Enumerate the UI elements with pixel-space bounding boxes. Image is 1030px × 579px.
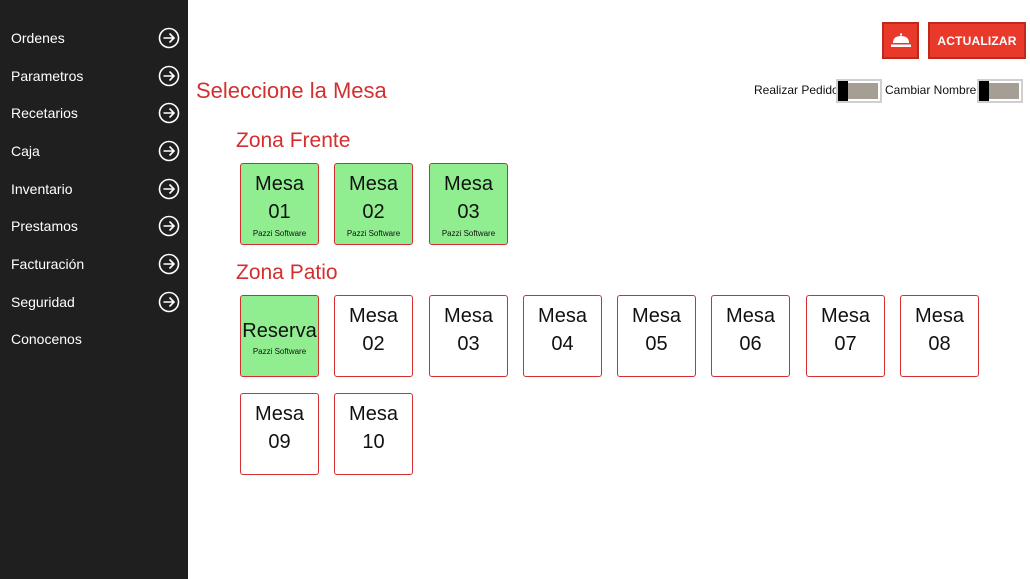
arrow-right-circle-icon <box>158 178 180 200</box>
sidebar-item-label: Ordenes <box>11 30 65 46</box>
realizar-pedido-label: Realizar Pedido <box>754 83 839 97</box>
table-tile-patio-09[interactable]: Mesa 09 <box>240 393 319 475</box>
sidebar-item-caja[interactable]: Caja <box>0 133 188 169</box>
arrow-right-circle-icon <box>158 140 180 162</box>
sidebar-item-facturacion[interactable]: Facturación <box>0 246 188 282</box>
sidebar-item-label: Seguridad <box>11 294 75 310</box>
table-number: 05 <box>645 333 668 355</box>
table-name: Mesa <box>444 173 493 195</box>
sidebar-item-conocenos[interactable]: Conocenos <box>0 321 188 357</box>
table-subtitle: Pazzi Software <box>252 229 307 238</box>
table-name: Reserva <box>242 320 317 342</box>
table-number: 02 <box>362 333 385 355</box>
arrow-right-circle-icon <box>158 215 180 237</box>
table-name: Mesa <box>821 305 870 327</box>
sidebar-item-label: Facturación <box>11 256 85 272</box>
table-name: Mesa <box>255 173 304 195</box>
table-name: Mesa <box>726 305 775 327</box>
page-title: Seleccione la Mesa <box>196 78 387 103</box>
table-name: Mesa <box>349 305 398 327</box>
sidebar: Ordenes Parametros Recetarios Caja Inven… <box>0 0 188 579</box>
table-number: 07 <box>834 333 857 355</box>
table-number: 04 <box>551 333 574 355</box>
table-tile-patio-02[interactable]: Mesa 02 <box>334 295 413 377</box>
service-bell-icon <box>890 33 911 47</box>
table-number: 01 <box>268 201 291 223</box>
table-tile-patio-04[interactable]: Mesa 04 <box>523 295 602 377</box>
sidebar-item-label: Conocenos <box>11 331 82 347</box>
sidebar-item-label: Caja <box>11 143 40 159</box>
update-button[interactable]: ACTUALIZAR <box>928 22 1026 59</box>
arrow-right-circle-icon <box>158 291 180 313</box>
table-name: Mesa <box>255 403 304 425</box>
table-tile-frente-03[interactable]: Mesa 03 Pazzi Software <box>429 163 508 245</box>
arrow-right-circle-icon <box>158 102 180 124</box>
table-number: 06 <box>739 333 762 355</box>
table-number: 10 <box>362 431 385 453</box>
arrow-right-circle-icon <box>158 27 180 49</box>
sidebar-item-label: Prestamos <box>11 218 78 234</box>
table-name: Mesa <box>444 305 493 327</box>
realizar-pedido-toggle[interactable] <box>836 79 882 103</box>
table-number: 08 <box>928 333 951 355</box>
cambiar-nombre-toggle[interactable] <box>977 79 1023 103</box>
table-subtitle: Pazzi Software <box>346 229 401 238</box>
toggle-knob <box>838 81 848 101</box>
table-tile-patio-06[interactable]: Mesa 06 <box>711 295 790 377</box>
sidebar-item-prestamos[interactable]: Prestamos <box>0 208 188 244</box>
table-name: Mesa <box>349 403 398 425</box>
table-number: 02 <box>362 201 385 223</box>
table-subtitle: Pazzi Software <box>252 347 307 356</box>
table-name: Mesa <box>632 305 681 327</box>
toggle-track <box>988 83 1019 99</box>
cambiar-nombre-label: Cambiar Nombre <box>885 83 977 97</box>
table-tile-patio-03[interactable]: Mesa 03 <box>429 295 508 377</box>
zone-title-patio: Zona Patio <box>236 261 338 284</box>
table-number: 03 <box>457 333 480 355</box>
table-subtitle: Pazzi Software <box>441 229 496 238</box>
service-bell-button[interactable] <box>882 22 919 59</box>
table-tile-patio-reserva[interactable]: Reserva Pazzi Software <box>240 295 319 377</box>
sidebar-item-ordenes[interactable]: Ordenes <box>0 20 188 56</box>
table-tile-frente-02[interactable]: Mesa 02 Pazzi Software <box>334 163 413 245</box>
sidebar-item-seguridad[interactable]: Seguridad <box>0 284 188 320</box>
table-tile-patio-07[interactable]: Mesa 07 <box>806 295 885 377</box>
sidebar-item-label: Parametros <box>11 68 84 84</box>
sidebar-item-label: Recetarios <box>11 105 78 121</box>
table-name: Mesa <box>349 173 398 195</box>
sidebar-item-label: Inventario <box>11 181 73 197</box>
sidebar-item-inventario[interactable]: Inventario <box>0 171 188 207</box>
arrow-right-circle-icon <box>158 253 180 275</box>
table-tile-patio-05[interactable]: Mesa 05 <box>617 295 696 377</box>
arrow-right-circle-icon <box>158 65 180 87</box>
table-tile-frente-01[interactable]: Mesa 01 Pazzi Software <box>240 163 319 245</box>
sidebar-item-parametros[interactable]: Parametros <box>0 58 188 94</box>
table-name: Mesa <box>538 305 587 327</box>
table-number: 09 <box>268 431 291 453</box>
table-number: 03 <box>457 201 480 223</box>
sidebar-item-recetarios[interactable]: Recetarios <box>0 95 188 131</box>
table-name: Mesa <box>915 305 964 327</box>
table-tile-patio-10[interactable]: Mesa 10 <box>334 393 413 475</box>
toggle-knob <box>979 81 989 101</box>
toggle-track <box>847 83 878 99</box>
table-tile-patio-08[interactable]: Mesa 08 <box>900 295 979 377</box>
zone-title-frente: Zona Frente <box>236 129 351 152</box>
